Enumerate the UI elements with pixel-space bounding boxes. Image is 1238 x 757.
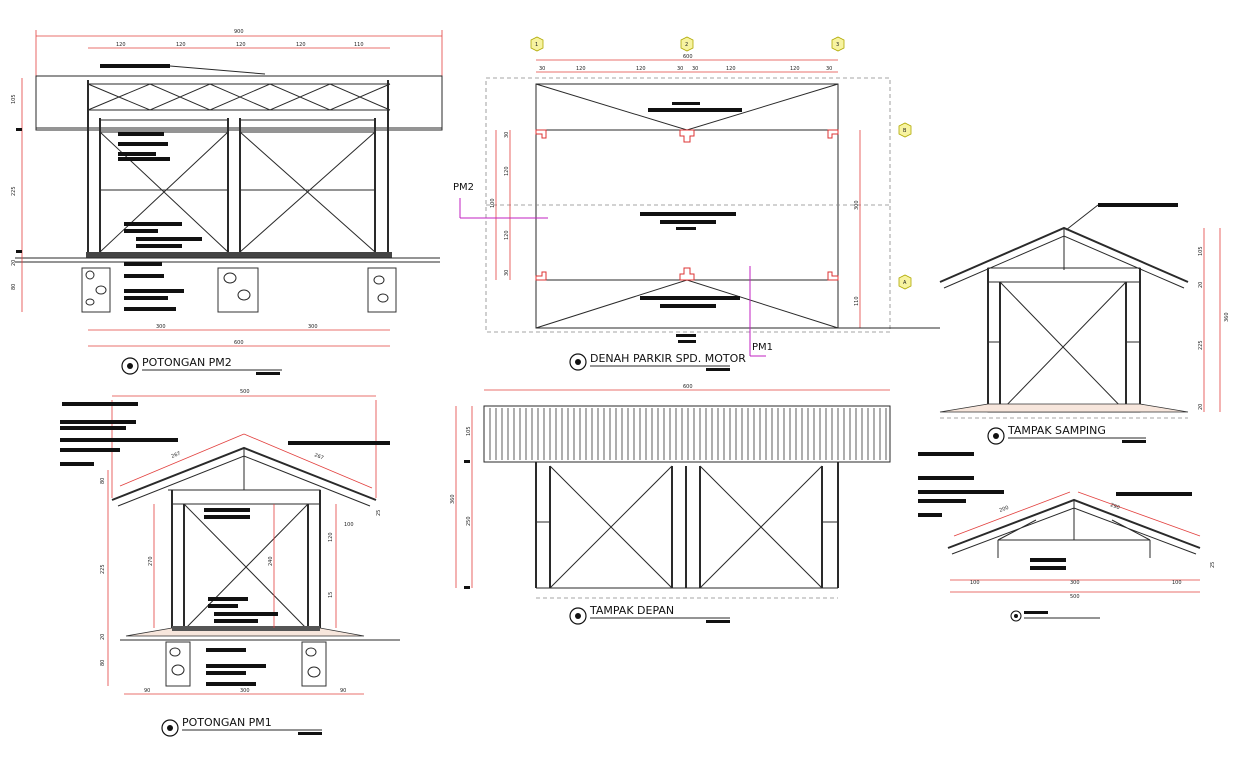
pm2-title: POTONGAN PM2 xyxy=(142,356,232,369)
grid-marker-3: 3 xyxy=(831,36,845,52)
pm2-dim-bottom-1: 300 xyxy=(156,324,166,330)
svg-text:25: 25 xyxy=(376,510,382,516)
svg-text:3: 3 xyxy=(836,42,839,48)
denah-dim-top-labels: 30 120 120 30 30 120 120 30 xyxy=(539,66,832,72)
svg-text:2: 2 xyxy=(685,42,688,48)
svg-text:30: 30 xyxy=(504,132,510,138)
svg-text:250: 250 xyxy=(466,516,472,526)
svg-text:225: 225 xyxy=(1198,340,1204,350)
svg-text:15: 15 xyxy=(328,592,334,598)
pm1-title: POTONGAN PM1 xyxy=(182,716,272,729)
svg-text:80: 80 xyxy=(100,660,106,666)
pm2-dim-left-3: 20 xyxy=(11,260,17,266)
svg-text:360: 360 xyxy=(450,494,456,504)
svg-text:290: 290 xyxy=(1109,502,1120,511)
svg-text:120: 120 xyxy=(504,166,510,176)
side-elevation-title: TAMPAK SAMPING xyxy=(1007,424,1106,437)
svg-text:300: 300 xyxy=(854,200,860,210)
elevation-front: 600 105 250 360 TAMPAK DEPAN xyxy=(450,384,891,625)
front-elevation-title: TAMPAK DEPAN xyxy=(589,604,674,617)
svg-text:90: 90 xyxy=(340,688,346,694)
svg-text:100: 100 xyxy=(1172,580,1182,586)
svg-text:100: 100 xyxy=(970,580,980,586)
pm1-dim-top: 500 xyxy=(240,389,250,395)
grid-marker-a: A xyxy=(898,274,912,290)
pm2-dim-bottom-total: 600 xyxy=(234,340,244,346)
svg-text:100: 100 xyxy=(344,522,354,528)
svg-text:20: 20 xyxy=(100,634,106,640)
section-pm2: 900 120 120 120 120 110 105 225 2 xyxy=(11,29,443,375)
svg-text:30: 30 xyxy=(692,66,698,72)
svg-text:30: 30 xyxy=(826,66,832,72)
svg-text:300: 300 xyxy=(1070,580,1080,586)
pm2-dim-left-2: 225 xyxy=(11,186,17,196)
roof-detail: 200 290 25 100 300 100 500 xyxy=(918,452,1216,622)
grid-marker-b: B xyxy=(898,122,912,138)
pm2-dim-left-4: 80 xyxy=(11,284,17,290)
svg-text:240: 240 xyxy=(268,556,274,566)
svg-text:300: 300 xyxy=(240,688,250,694)
svg-text:200: 200 xyxy=(999,505,1010,514)
svg-text:20: 20 xyxy=(1198,404,1204,410)
svg-text:120: 120 xyxy=(576,66,586,72)
plan-denah: 1 2 3 B A 600 30 120 120 30 30 120 12 xyxy=(453,36,940,371)
pm2-dim-total-top: 900 xyxy=(234,29,244,35)
pm2-dim-top-4: 120 xyxy=(296,42,306,48)
elevation-side: 105 20 225 20 360 TAMPAK SAMPING xyxy=(939,203,1230,445)
svg-text:110: 110 xyxy=(854,296,860,306)
svg-text:30: 30 xyxy=(539,66,545,72)
svg-text:360: 360 xyxy=(1224,312,1230,322)
grid-marker-2: 2 xyxy=(680,36,694,52)
svg-text:1: 1 xyxy=(535,42,538,48)
denah-title: DENAH PARKIR SPD. MOTOR xyxy=(590,352,746,365)
pm2-dim-top-5: 110 xyxy=(354,42,364,48)
svg-text:267: 267 xyxy=(171,451,182,460)
svg-text:105: 105 xyxy=(1198,246,1204,256)
svg-text:A: A xyxy=(903,280,907,286)
svg-text:25: 25 xyxy=(1210,562,1216,568)
denah-pm2-label: PM2 xyxy=(453,182,474,193)
svg-text:30: 30 xyxy=(677,66,683,72)
denah-pm1-label: PM1 xyxy=(752,342,773,353)
svg-text:100: 100 xyxy=(490,198,496,208)
pm2-dim-top-2: 120 xyxy=(176,42,186,48)
svg-text:30: 30 xyxy=(504,270,510,276)
svg-text:105: 105 xyxy=(466,426,472,436)
grid-marker-1: 1 xyxy=(530,36,544,52)
svg-text:225: 225 xyxy=(100,564,106,574)
svg-text:120: 120 xyxy=(726,66,736,72)
pm2-dim-top-labels: 120 120 120 120 110 xyxy=(116,42,364,48)
svg-text:267: 267 xyxy=(313,452,324,461)
svg-text:80: 80 xyxy=(100,478,106,484)
svg-text:120: 120 xyxy=(636,66,646,72)
section-pm1: 500 267 267 25 100 120 15 80 225 20 80 2… xyxy=(60,389,400,737)
svg-text:90: 90 xyxy=(144,688,150,694)
svg-text:B: B xyxy=(903,128,907,134)
svg-text:270: 270 xyxy=(148,556,154,566)
pm2-dim-top-1: 120 xyxy=(116,42,126,48)
front-dim-total-top: 600 xyxy=(683,384,693,390)
pm2-dim-top-3: 120 xyxy=(236,42,246,48)
svg-text:120: 120 xyxy=(790,66,800,72)
pm2-dim-bottom-2: 300 xyxy=(308,324,318,330)
pm2-dim-left-1: 105 xyxy=(11,94,17,104)
svg-text:500: 500 xyxy=(1070,594,1080,600)
svg-text:120: 120 xyxy=(328,532,334,542)
svg-text:120: 120 xyxy=(504,230,510,240)
denah-dim-total-top: 600 xyxy=(683,54,693,60)
svg-text:20: 20 xyxy=(1198,282,1204,288)
